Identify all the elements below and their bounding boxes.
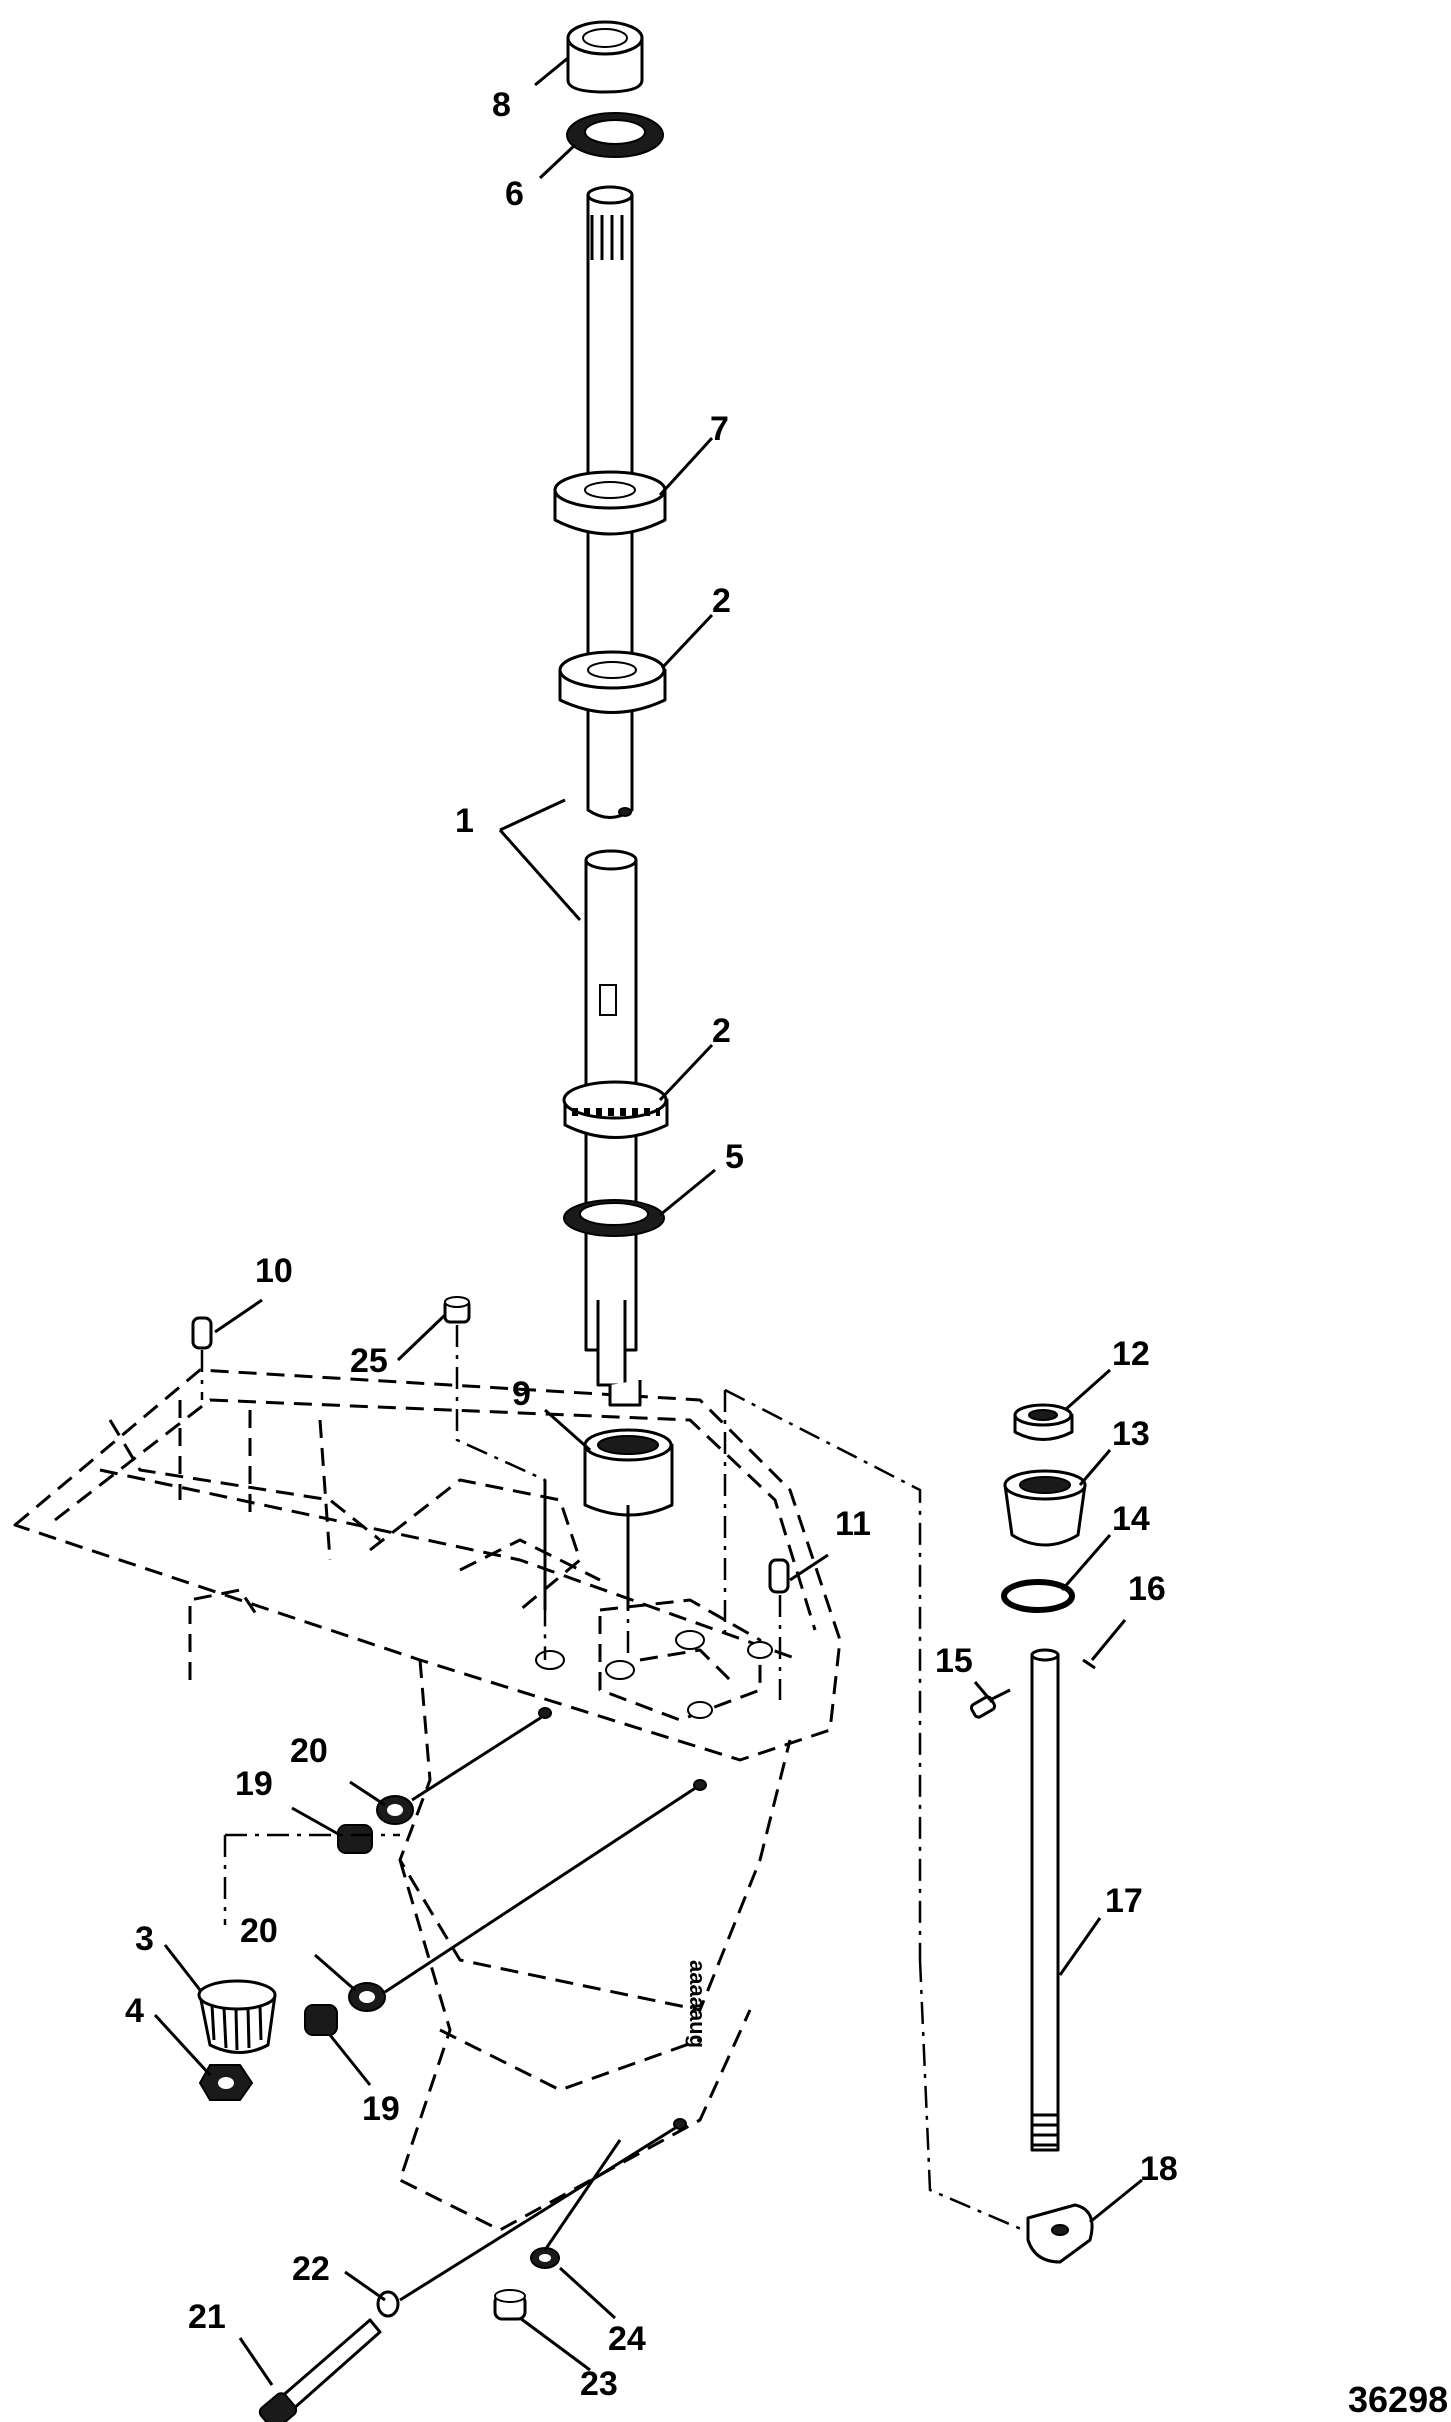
part-7-ring xyxy=(553,470,667,536)
part-17-shift-shaft xyxy=(1030,1648,1060,2152)
part-2-bearing-lower xyxy=(562,1080,669,1139)
part-11-dowel xyxy=(768,1558,790,1594)
part-3-pinion-gear xyxy=(197,1979,277,2054)
part-20-washer-lower xyxy=(348,1982,386,2012)
callout-22: 22 xyxy=(292,2250,330,2288)
callout-16: 16 xyxy=(1128,1570,1166,1608)
part-16-pin xyxy=(1082,1658,1096,1670)
callout-17: 17 xyxy=(1105,1882,1143,1920)
part-14-o-ring xyxy=(1001,1579,1075,1613)
part-12-bushing xyxy=(1013,1403,1074,1441)
part-25-nut xyxy=(443,1296,471,1324)
part-18-shift-cam xyxy=(1026,2203,1094,2264)
callout-8: 8 xyxy=(492,86,511,124)
part-5-ring xyxy=(563,1199,665,1237)
callout-10: 10 xyxy=(255,1252,293,1290)
callout-19-lower: 19 xyxy=(362,2090,400,2128)
callout-19-upper: 19 xyxy=(235,1765,273,1803)
figure-number: 36298 xyxy=(1348,2379,1448,2420)
housing-marking-text: aaaaaug xyxy=(685,1960,710,2048)
callout-9: 9 xyxy=(512,1375,531,1413)
callout-15: 15 xyxy=(935,1642,973,1680)
part-10-dowel xyxy=(191,1316,213,1350)
callout-12: 12 xyxy=(1112,1335,1150,1373)
gear-housing-outline: aaaaaug xyxy=(13,1368,842,2232)
callout-2-lower: 2 xyxy=(712,1012,731,1050)
callout-6: 6 xyxy=(505,175,524,213)
alignment-lines xyxy=(200,1325,1029,2302)
callout-4: 4 xyxy=(125,1992,144,2030)
callout-2-upper: 2 xyxy=(712,582,731,620)
part-22-seal xyxy=(376,2290,400,2318)
callout-21: 21 xyxy=(188,2298,226,2336)
callout-18: 18 xyxy=(1140,2150,1178,2188)
part-20-washer-upper xyxy=(376,1795,414,1825)
callout-23: 23 xyxy=(580,2365,618,2403)
part-19-screw-upper xyxy=(337,1824,373,1854)
callout-24: 24 xyxy=(608,2320,646,2358)
callout-leaders xyxy=(153,56,1143,2386)
callout-14: 14 xyxy=(1112,1500,1150,1538)
part-24-washer xyxy=(530,2247,560,2269)
part-13-bushing xyxy=(1003,1469,1087,1547)
part-6-washer xyxy=(566,112,664,158)
part-9-needle-bearing xyxy=(583,1428,674,1517)
callout-20-upper: 20 xyxy=(290,1732,328,1770)
part-2-bearing-upper xyxy=(558,650,667,714)
callout-7: 7 xyxy=(710,410,729,448)
callout-25: 25 xyxy=(350,1342,388,1380)
part-21-screw xyxy=(258,2318,382,2422)
callout-20-lower: 20 xyxy=(240,1912,278,1950)
part-15-screw xyxy=(969,1688,1011,1719)
callout-11: 11 xyxy=(835,1505,871,1543)
callout-labels: 8 6 7 2 1 2 5 10 25 9 12 13 14 11 16 15 … xyxy=(125,86,1178,2403)
callout-13: 13 xyxy=(1112,1415,1150,1453)
part-23-plug-screw xyxy=(493,2289,527,2321)
part-8-cap xyxy=(566,20,644,94)
callout-3: 3 xyxy=(135,1920,154,1958)
part-19-screw-lower xyxy=(304,2004,338,2036)
part-4-nut xyxy=(198,2064,254,2101)
callout-1: 1 xyxy=(455,802,474,840)
callout-5: 5 xyxy=(725,1138,744,1176)
